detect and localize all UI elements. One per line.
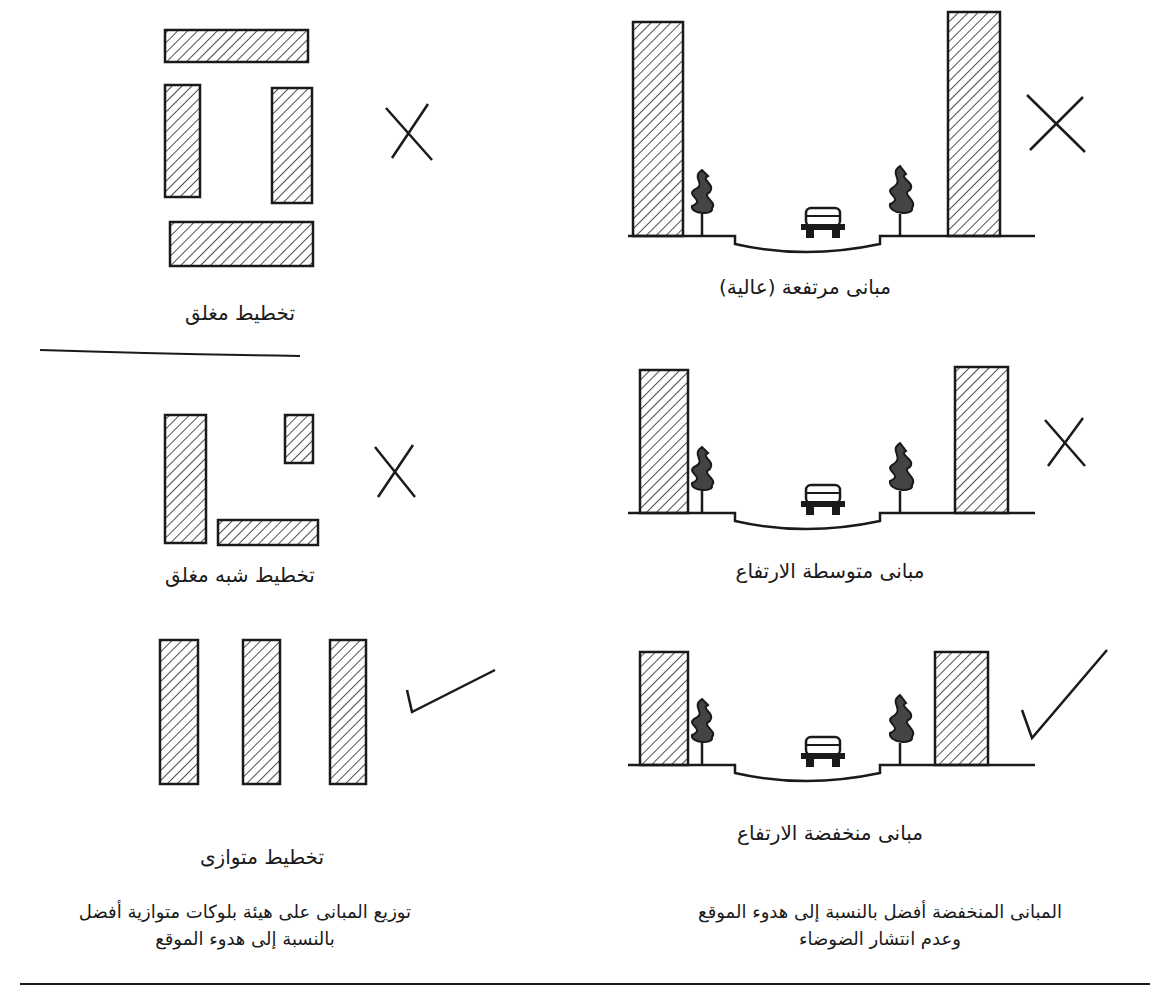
caption-label: مبانى متوسطة الارتفاع (670, 556, 990, 586)
caption-label: مبانى منخفضة الارتفاع (670, 818, 990, 848)
caption-label: تخطيط متوازى (132, 842, 392, 872)
caption-label: تخطيط مغلق (110, 298, 370, 328)
note-text: توزيع المبانى على هيئة بلوكات متوازية أف… (55, 898, 435, 952)
caption-label: تخطيط شبه مغلق (110, 560, 370, 590)
caption-label: مبانى مرتفعة (عالية) (645, 272, 965, 302)
note-text: المبانى المنخفضة أفضل بالنسبة إلى هدوء ا… (680, 898, 1080, 952)
